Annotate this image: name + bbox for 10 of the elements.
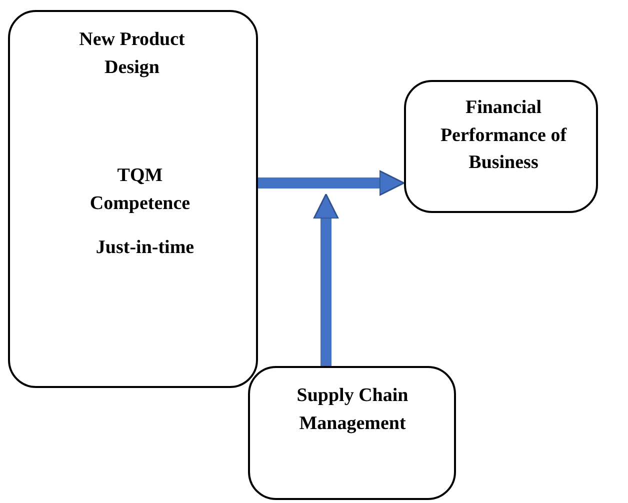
- node-text: Supply Chain Management: [296, 384, 410, 436]
- arrow: [258, 170, 404, 196]
- factor-box: [8, 10, 258, 388]
- node-text: TQM Competence: [88, 164, 192, 216]
- node-text: New Product Design: [78, 28, 186, 80]
- outcome-box: [404, 80, 598, 213]
- arrow: [313, 194, 339, 366]
- node-text: Just-in-time: [94, 236, 196, 260]
- node-text: Financial Performance of Business: [439, 96, 568, 176]
- outcome-box: [248, 366, 456, 500]
